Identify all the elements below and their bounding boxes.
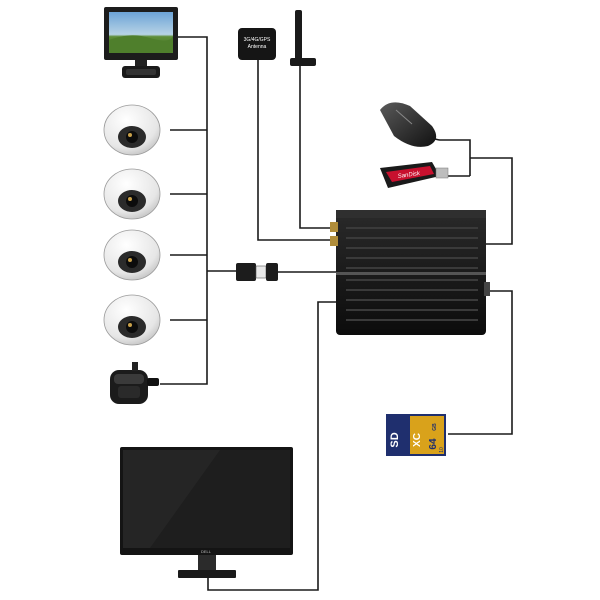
- sd-card-unit: GB: [432, 423, 438, 431]
- wire-left-bus: [160, 36, 208, 385]
- wire-sd-card: [448, 290, 513, 435]
- wire-usb-hub-to-recorder: [470, 157, 513, 245]
- wire-mouse: [440, 139, 471, 176]
- usb-mouse: [380, 102, 441, 147]
- gps-antenna-label-line2: Antenna: [248, 44, 267, 50]
- dome-camera-1: [103, 104, 161, 156]
- wire-monitor: [207, 301, 344, 591]
- sd-card-brand: SD: [389, 432, 401, 447]
- sd-card-capacity: 64: [428, 438, 439, 450]
- heat-sink-fins: [346, 227, 478, 321]
- gps-antenna: 3G/4G/GPS Antenna: [238, 28, 276, 60]
- usb-flash-drive: SanDisk: [380, 162, 449, 188]
- dashboard-monitor: [104, 7, 178, 78]
- handheld-microphone: [110, 362, 159, 404]
- dome-camera-2: [103, 168, 161, 220]
- wires: [160, 36, 513, 591]
- usb-drive-brand: SanDisk: [397, 171, 421, 180]
- gps-antenna-label-line1: 3G/4G/GPS: [244, 37, 271, 43]
- sd-card-format: XC: [412, 433, 423, 447]
- mobile-dvr-unit: [330, 210, 490, 335]
- monitor-brand: DELL: [201, 549, 212, 554]
- wire-gps-antenna: [257, 60, 336, 241]
- sd-card-class: 10: [439, 447, 445, 453]
- dome-camera-3: [103, 229, 161, 281]
- wifi-antenna: [290, 10, 316, 66]
- sdxc-memory-card: SD XC 64 GB 10: [386, 414, 446, 456]
- display-monitor: DELL: [120, 447, 293, 578]
- cable-connector: [236, 263, 278, 281]
- dome-camera-4: [103, 294, 161, 346]
- wire-wifi-antenna: [299, 66, 336, 229]
